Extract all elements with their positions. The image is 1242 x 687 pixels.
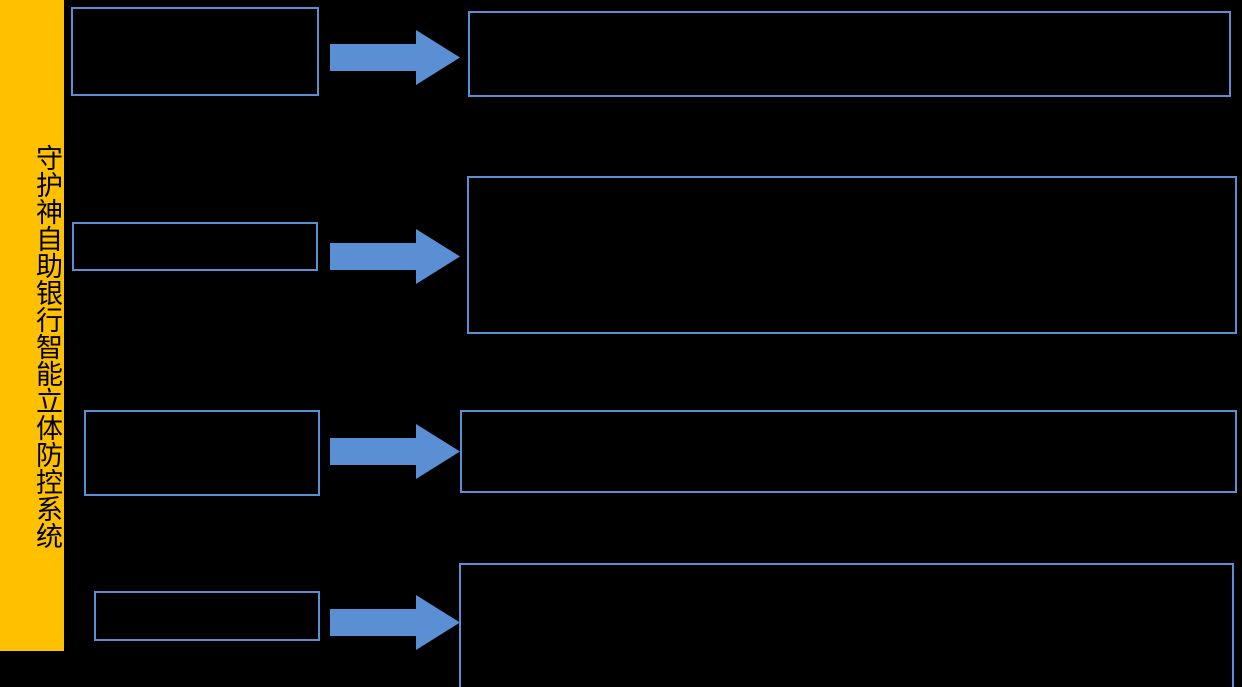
right-box-2[interactable] xyxy=(467,176,1237,334)
right-box-1[interactable] xyxy=(468,11,1231,97)
right-box-4[interactable] xyxy=(459,563,1234,687)
side-title-banner: 守护神自助银行智能立体防控系统 xyxy=(0,0,64,651)
right-arrow-icon-2 xyxy=(330,229,460,284)
left-box-4[interactable] xyxy=(94,591,320,641)
left-box-1[interactable] xyxy=(71,7,319,96)
right-arrow-icon-3 xyxy=(330,424,460,479)
right-box-3[interactable] xyxy=(460,410,1237,493)
right-arrow-icon-1 xyxy=(330,30,460,85)
right-arrow-icon-4 xyxy=(330,595,460,650)
left-box-3[interactable] xyxy=(84,410,320,496)
side-title-text: 守护神自助银行智能立体防控系统 xyxy=(31,143,62,549)
left-box-2[interactable] xyxy=(72,222,318,271)
